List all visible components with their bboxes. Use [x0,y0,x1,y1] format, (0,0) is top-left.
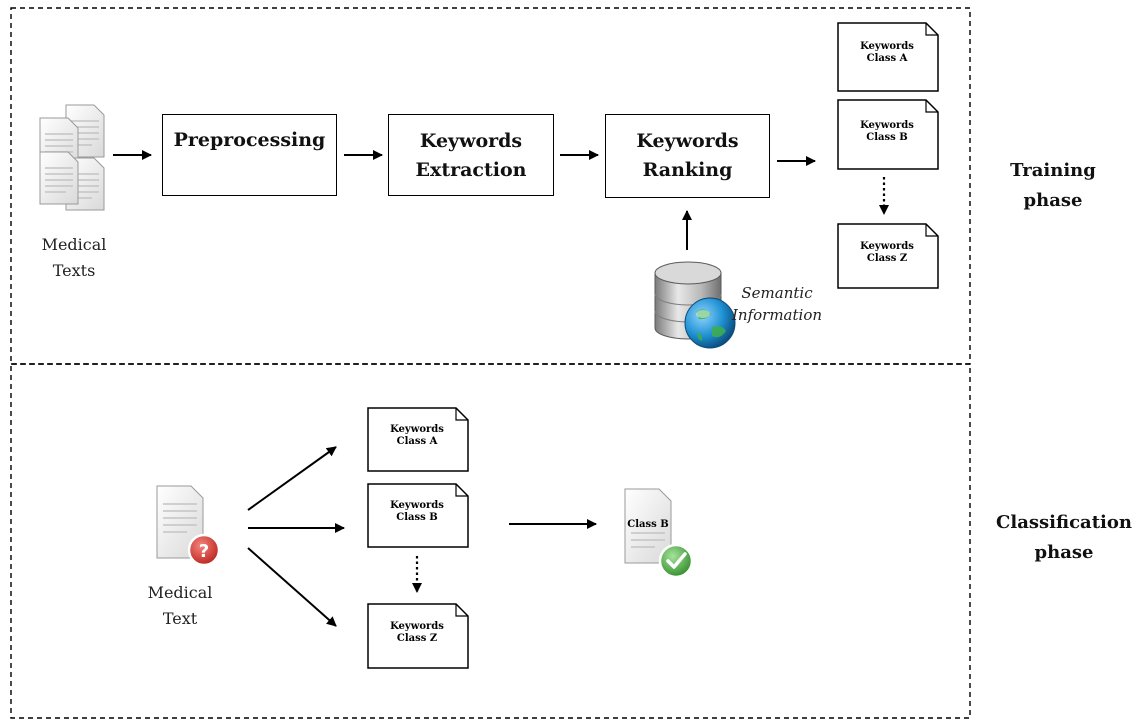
question-badge-icon: ? [187,533,221,567]
preprocessing-box: Preprocessing [162,114,337,196]
classification-phase-frame [10,363,971,719]
training-phase-label: Training phase [1010,160,1096,211]
classification-phase-label: Classification phase [996,512,1132,563]
arrow-text-to-class-z [247,547,337,627]
classification-class-z-label: Keywords Class Z [390,621,444,644]
check-badge-icon [658,543,694,579]
svg-text:?: ? [199,541,209,562]
database-globe-icon [654,261,736,349]
preprocessing-label: Preprocessing [173,129,326,151]
training-class-z-label: Keywords Class Z [860,241,914,264]
training-class-a-doc [837,22,939,92]
training-class-b-doc [837,99,939,170]
keywords-ranking-label: Keywords Ranking [636,130,739,181]
classification-class-b-doc [367,483,469,548]
training-class-a-label: Keywords Class A [860,41,914,64]
keywords-extraction-box: Keywords Extraction [388,114,554,196]
classification-class-a-doc [367,407,469,472]
classification-class-z-doc [367,603,469,669]
arrow-text-to-class-a [247,446,337,511]
semantic-information-label: Semantic Information [731,284,823,324]
keywords-ranking-box: Keywords Ranking [605,114,770,198]
result-document-icon [624,488,672,564]
keywords-extraction-label: Keywords Extraction [415,130,527,181]
training-class-b-label: Keywords Class B [860,120,914,143]
medical-texts-caption: Medical Texts [41,235,107,280]
medical-text-caption: Medical Text [147,583,213,628]
classification-class-b-label: Keywords Class B [390,500,444,523]
classification-class-a-label: Keywords Class A [390,424,444,447]
training-class-z-doc [837,223,939,289]
documents-icon [39,104,105,211]
result-class-label: Class B [627,519,669,530]
